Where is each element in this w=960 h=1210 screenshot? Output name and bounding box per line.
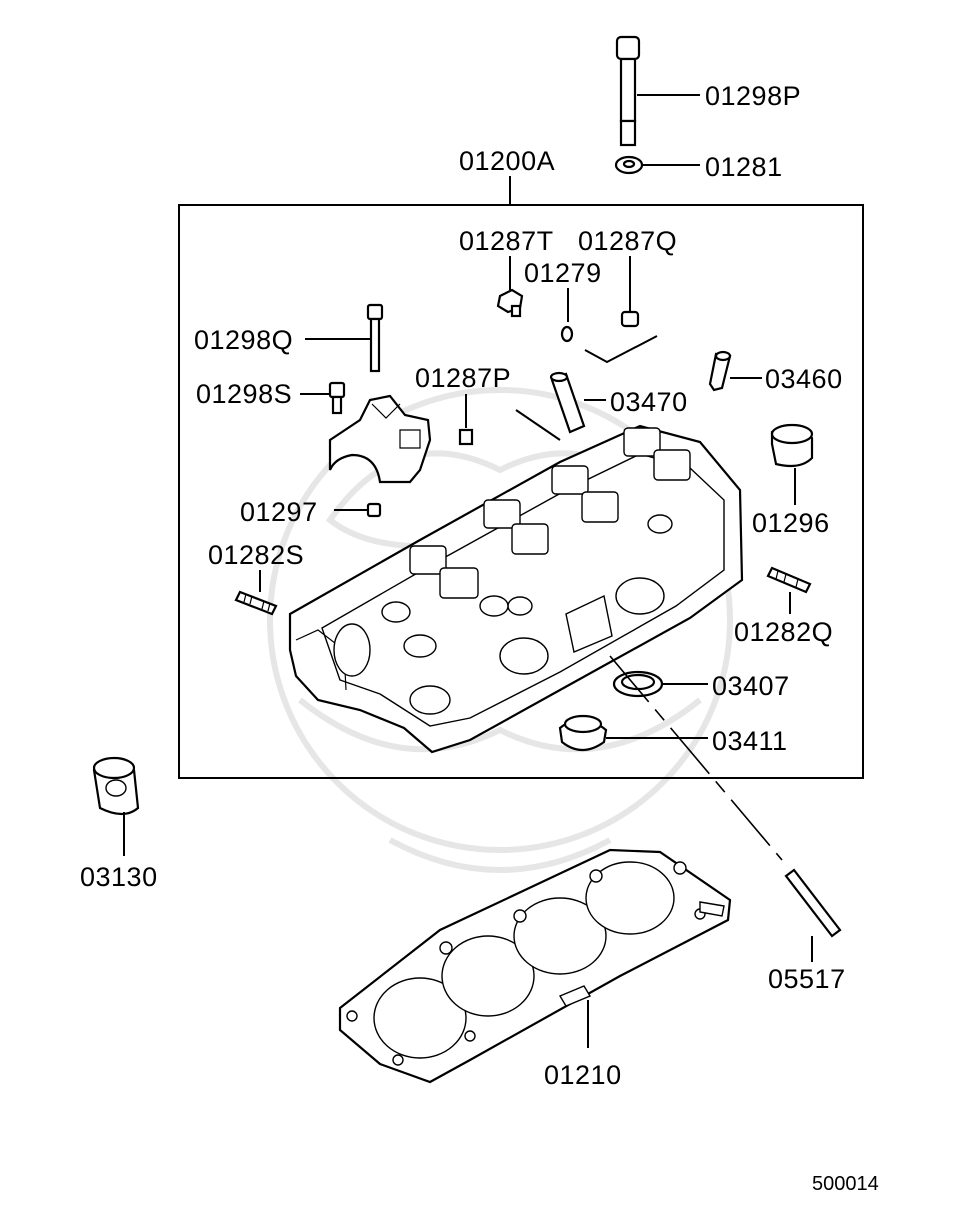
label-01297: 01297 bbox=[240, 497, 318, 527]
plug-01287Q bbox=[620, 310, 640, 328]
tube-03470 bbox=[549, 371, 586, 434]
bolt-01298S bbox=[328, 381, 346, 415]
label-03460: 03460 bbox=[765, 364, 843, 394]
group-label: 01200A bbox=[459, 146, 555, 176]
label-03470: 03470 bbox=[610, 387, 688, 417]
cam-cap bbox=[328, 394, 432, 484]
cylinder-head bbox=[288, 424, 744, 754]
label-03407: 03407 bbox=[712, 671, 790, 701]
figure-code: 500014 bbox=[812, 1173, 879, 1195]
label-01287Q: 01287Q bbox=[578, 226, 677, 256]
dowel-locator-line bbox=[609, 655, 783, 861]
label-01279: 01279 bbox=[524, 258, 602, 288]
label-01282Q: 01282Q bbox=[734, 617, 833, 647]
label-03411: 03411 bbox=[712, 726, 788, 756]
label-05517: 05517 bbox=[768, 964, 846, 994]
stud-01282S bbox=[234, 590, 278, 616]
pin-03460 bbox=[708, 350, 732, 392]
washer bbox=[614, 155, 644, 175]
label-01296: 01296 bbox=[752, 508, 830, 538]
dowel-05517 bbox=[784, 868, 842, 938]
plug-01287T bbox=[496, 288, 524, 318]
plug-01297 bbox=[366, 502, 382, 518]
head-gasket-01210 bbox=[338, 848, 732, 1084]
label-01298Q: 01298Q bbox=[194, 325, 293, 355]
label-01287T: 01287T bbox=[459, 226, 554, 256]
label-01298P: 01298P bbox=[705, 81, 801, 111]
label-01210: 01210 bbox=[544, 1060, 622, 1090]
label-01287P: 01287P bbox=[415, 363, 511, 393]
seal-03411 bbox=[558, 714, 608, 752]
oring-01279 bbox=[560, 325, 574, 343]
label-03130: 03130 bbox=[80, 862, 158, 892]
bolt-01298Q bbox=[366, 303, 384, 373]
seal-03407 bbox=[612, 670, 664, 698]
label-01298S: 01298S bbox=[196, 379, 292, 409]
cap-plug-01296 bbox=[770, 423, 814, 468]
plug-01287P bbox=[458, 428, 474, 446]
stud-01282Q bbox=[766, 566, 812, 594]
label-01282S: 01282S bbox=[208, 540, 304, 570]
oil-seal-03130 bbox=[92, 756, 140, 816]
group-box bbox=[178, 204, 864, 779]
label-01281: 01281 bbox=[705, 152, 783, 182]
long-bolt bbox=[615, 35, 641, 147]
